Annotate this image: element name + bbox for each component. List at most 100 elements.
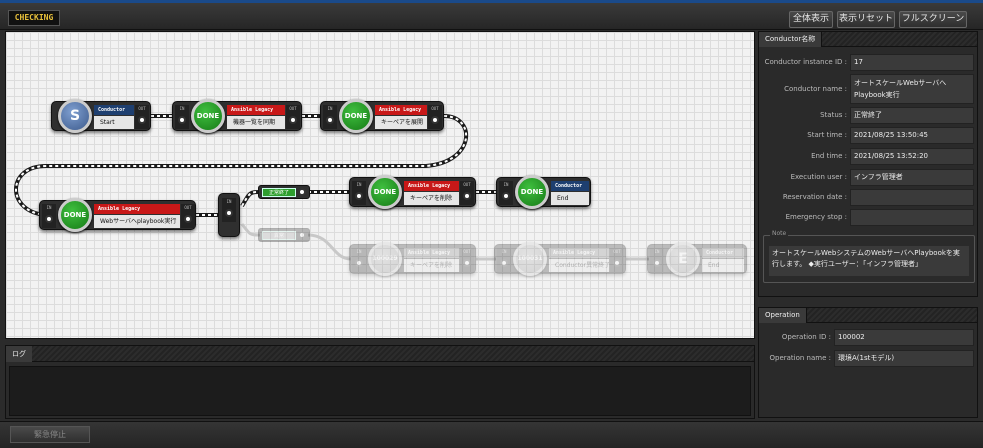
field-label: Operation name : [769, 354, 832, 362]
in-port[interactable]: IN [650, 248, 664, 272]
node-label: Start [94, 116, 134, 129]
operation-name-row: Operation name : 環境A(1stモデル) [759, 350, 977, 367]
condition-port[interactable] [298, 188, 306, 196]
node-keypair-delete[interactable]: IN DONE Ansible Legacy キーペアを削除 OUT [349, 175, 476, 209]
start-time-row: Start time : 2021/08/25 13:50:45 [759, 127, 977, 144]
out-port[interactable]: OUT [428, 105, 442, 129]
in-port[interactable]: IN [222, 198, 236, 222]
in-port[interactable]: IN [352, 181, 366, 205]
node-label: キーペアを削除 [404, 259, 459, 272]
reset-view-button[interactable]: 表示リセット [837, 11, 895, 28]
node-keypair-delete-alt[interactable]: IN 100029 Ansible Legacy キーペアを削除 OUT [349, 242, 476, 276]
node-keypair-create[interactable]: IN DONE Ansible Legacy キーペアを展開 OUT [320, 99, 444, 133]
fullscreen-button[interactable]: フルスクリーン [899, 11, 967, 28]
field-label: Emergency stop : [785, 213, 847, 221]
node-type-label: Ansible Legacy [227, 105, 285, 115]
in-port[interactable]: IN [323, 105, 337, 129]
node-label: キーペアを展開 [375, 116, 427, 129]
node-type-label: Conductor [702, 248, 744, 258]
status-badge: CHECKING [8, 10, 60, 26]
log-panel: ログ [5, 345, 755, 419]
node-type-label: Ansible Legacy [404, 181, 459, 191]
node-type-label: Conductor [551, 181, 589, 191]
emergency-stop-value [850, 209, 974, 226]
out-port[interactable]: OUT [286, 105, 300, 129]
out-port[interactable]: OUT [181, 204, 195, 228]
operation-panel: Operation Operation ID : 100002 Operatio… [758, 307, 978, 418]
done-circle-icon: DONE [339, 99, 373, 133]
reservation-date-value [850, 189, 974, 206]
in-port[interactable]: IN [352, 248, 366, 272]
field-label: Status : [820, 111, 847, 119]
start-circle-icon: S [58, 99, 92, 133]
node-label: Webサーバへplaybook実行 [94, 215, 180, 228]
node-type-label: Ansible Legacy [404, 248, 459, 258]
conductor-canvas[interactable]: S Conductor Start OUT IN DONE Ansible Le… [5, 31, 755, 339]
node-conductor-fail[interactable]: IN 100031 Ansible Legacy Conductor異常終了 O… [494, 242, 626, 276]
done-circle-icon: DONE [191, 99, 225, 133]
node-type-label: Ansible Legacy [549, 248, 609, 258]
condition-ng[interactable]: 異常 [258, 228, 310, 242]
node-label: End [702, 259, 744, 272]
node-end[interactable]: IN DONE Conductor End [496, 175, 591, 209]
out-port[interactable]: OUT [610, 248, 624, 272]
field-label: End time : [811, 152, 847, 160]
in-port[interactable]: IN [497, 248, 511, 272]
end-time-value: 2021/08/25 13:52:20 [850, 148, 974, 165]
field-label: Conductor instance ID : [764, 58, 847, 66]
done-circle-icon: DONE [515, 175, 549, 209]
node-label: 機器一覧を同期 [227, 116, 285, 129]
note-text: オートスケールWebシステムのWebサーバへPlaybookを実行します。 ◆実… [769, 246, 969, 276]
emergency-stop-row: Emergency stop : [759, 209, 977, 226]
log-output[interactable] [9, 366, 751, 416]
done-circle-icon: DONE [368, 175, 402, 209]
out-port[interactable]: OUT [135, 105, 149, 129]
connection-wires [14, 114, 649, 261]
node-playbook[interactable]: IN DONE Ansible Legacy Webサーバへplaybook実行… [39, 198, 196, 232]
start-time-value: 2021/08/25 13:50:45 [850, 127, 974, 144]
end-circle-icon: E [666, 242, 700, 276]
note-box: Note オートスケールWebシステムのWebサーバへPlaybookを実行しま… [763, 230, 975, 283]
show-all-button[interactable]: 全体表示 [789, 11, 833, 28]
condition-port[interactable] [298, 231, 306, 239]
instance-id-row: Conductor instance ID : 17 [759, 54, 977, 71]
note-legend: Note [770, 230, 789, 237]
out-port[interactable]: OUT [460, 248, 474, 272]
tab-log[interactable]: ログ [6, 346, 32, 362]
conductor-info-panel: Conductor名称 Conductor instance ID : 17 C… [758, 31, 978, 297]
condition-label: 異常 [262, 231, 296, 240]
operation-id-row: Operation ID : 100002 [759, 329, 977, 346]
node-end-alt[interactable]: IN E Conductor End [647, 242, 747, 276]
operation-id-value: 100002 [834, 329, 974, 346]
execution-user-row: Execution user : インフラ管理者 [759, 169, 977, 186]
out-port[interactable]: OUT [460, 181, 474, 205]
in-port[interactable]: IN [499, 181, 513, 205]
field-label: Execution user : [790, 173, 847, 181]
reservation-date-row: Reservation date : [759, 189, 977, 206]
tab-conductor-name[interactable]: Conductor名称 [759, 32, 823, 47]
instance-id-value: 17 [850, 54, 974, 71]
node-label: Conductor異常終了 [549, 259, 609, 272]
tab-operation[interactable]: Operation [759, 308, 807, 323]
in-port[interactable]: IN [42, 204, 56, 228]
node-type-label: Ansible Legacy [94, 204, 180, 214]
field-label: Reservation date : [782, 193, 847, 201]
node-type-label: Ansible Legacy [375, 105, 427, 115]
conductor-name-value: オートスケールWebサーバへPlaybook実行 [850, 74, 974, 104]
in-port[interactable]: IN [175, 105, 189, 129]
condition-label: 正常終了 [262, 188, 296, 197]
waiting-circle-icon: 100031 [513, 242, 547, 276]
waiting-circle-icon: 100029 [368, 242, 402, 276]
emergency-stop-button[interactable]: 緊急停止 [10, 426, 90, 443]
node-label: キーペアを削除 [404, 192, 459, 205]
branch-node[interactable]: IN [218, 193, 240, 237]
field-label: Start time : [807, 131, 847, 139]
node-type-label: Conductor [94, 105, 134, 115]
end-time-row: End time : 2021/08/25 13:52:20 [759, 148, 977, 165]
conductor-name-row: Conductor name : オートスケールWebサーバへPlaybook実… [759, 74, 977, 104]
node-collect[interactable]: IN DONE Ansible Legacy 機器一覧を同期 OUT [172, 99, 302, 133]
operation-name-value: 環境A(1stモデル) [834, 350, 974, 367]
condition-ok[interactable]: 正常終了 [258, 185, 310, 199]
node-start[interactable]: S Conductor Start OUT [51, 99, 151, 133]
status-value: 正常終了 [850, 107, 974, 124]
